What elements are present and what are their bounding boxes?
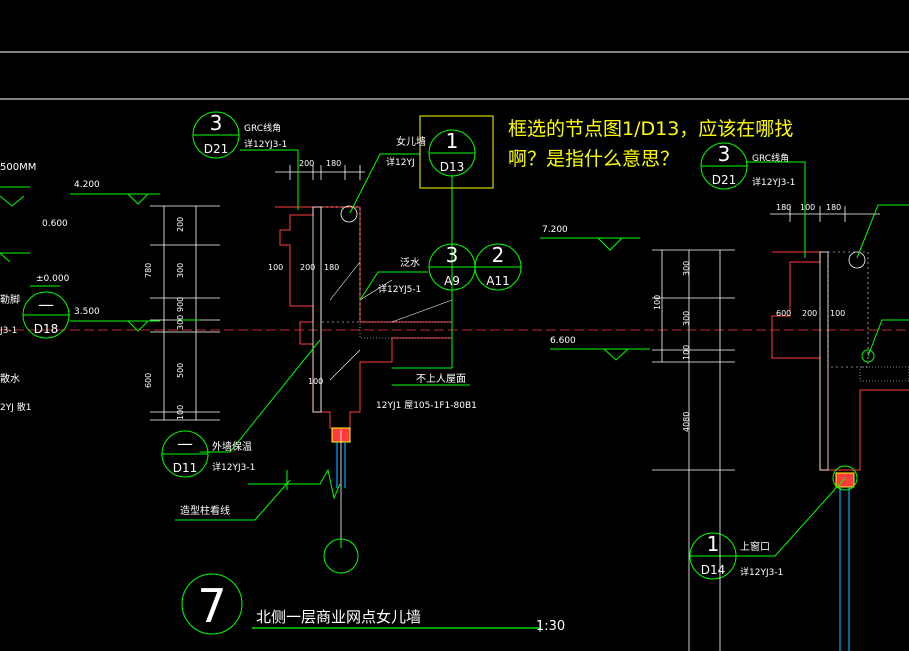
drawing-number: 7 bbox=[197, 579, 226, 633]
dim-text: 300 bbox=[176, 315, 185, 330]
drawing-number-circle bbox=[181, 573, 243, 635]
dim-text: 500 bbox=[176, 363, 185, 378]
callout-top-text: 1 bbox=[446, 129, 459, 153]
dim-text: 200 bbox=[802, 309, 817, 318]
callout-bottom-text: D11 bbox=[173, 461, 198, 475]
dim-text: 100 bbox=[800, 203, 815, 212]
elevation-value: 7.200 bbox=[542, 225, 568, 235]
line-note: 造型柱看线 bbox=[180, 504, 230, 517]
water-ref: 2YJ 散1 bbox=[0, 401, 31, 413]
dim-text: 200 bbox=[299, 159, 314, 168]
callout-d11 bbox=[161, 430, 209, 478]
callout-ref: 详12YJ3-1 bbox=[244, 138, 287, 150]
dim-text: 180 bbox=[326, 159, 341, 168]
dim-text: 100 bbox=[268, 263, 283, 272]
elevation-marks-left bbox=[0, 186, 160, 332]
callout-ref: 详12YJ5-1 bbox=[378, 283, 421, 295]
dimension-chain-top bbox=[275, 165, 365, 180]
dim-text: 180 bbox=[776, 203, 791, 212]
dim-text: 100 bbox=[653, 295, 662, 310]
dimension-chain-left bbox=[150, 205, 220, 421]
elevation-value: ±0.000 bbox=[36, 274, 70, 284]
callout-top-text: 3 bbox=[446, 243, 459, 267]
question-line-1: 框选的节点图1/D13，应该在哪找 bbox=[508, 118, 794, 140]
dim-text: 600 bbox=[144, 373, 153, 388]
callout-top-text: 3 bbox=[718, 142, 731, 166]
dim-text: 100 bbox=[830, 309, 845, 318]
dim-text: 780 bbox=[144, 263, 153, 278]
callout-top-text: — bbox=[177, 434, 193, 453]
elevation-value: 4.200 bbox=[74, 180, 100, 190]
dim-text: 200 bbox=[300, 263, 315, 272]
dim-text: 300 bbox=[682, 261, 691, 276]
callout-ref: 详12YJ3-1 bbox=[740, 566, 783, 578]
callout-top-text: 1 bbox=[707, 532, 720, 556]
dim-text: 300 bbox=[176, 263, 185, 278]
callout-bottom-text: D21 bbox=[204, 142, 229, 156]
dim-text: 100 bbox=[308, 377, 323, 386]
elevation-value: 6.600 bbox=[550, 336, 576, 346]
callout-title: GRC线角 bbox=[752, 152, 789, 164]
callout-3-d21 bbox=[192, 111, 240, 159]
callout-title: 泛水 bbox=[400, 257, 420, 269]
question-annotation: 框选的节点图1/D13，应该在哪找 啊？是指什么意思？ bbox=[508, 114, 793, 174]
callout-bottom-text: D14 bbox=[701, 563, 726, 577]
dim-text: 600 bbox=[776, 309, 791, 318]
dim-text: 4080 bbox=[682, 412, 691, 432]
callout-title: 女儿墙 bbox=[396, 135, 426, 148]
section-mark bbox=[323, 538, 359, 574]
dim-text: 300 bbox=[682, 311, 691, 326]
callout-ref: 详12YJ3-1 bbox=[752, 176, 795, 188]
callout-title: 外墙保温 bbox=[212, 440, 252, 453]
callout-1-d13 bbox=[428, 129, 476, 177]
dim-text: 100 bbox=[682, 345, 691, 360]
callout-ref: J3-1 bbox=[0, 326, 17, 336]
dim-text: 200 bbox=[176, 217, 185, 232]
callout-top-text: 3 bbox=[210, 111, 223, 135]
dim-text: 180 bbox=[826, 203, 841, 212]
drawing-title: 北侧一层商业网点女儿墙 bbox=[256, 608, 421, 626]
drawing-scale: 1:30 bbox=[536, 619, 565, 634]
dim-text: 100 bbox=[176, 405, 185, 420]
leader-lines bbox=[175, 149, 470, 548]
dim-text: 900 bbox=[176, 297, 185, 312]
dimension-chain-right bbox=[652, 206, 880, 651]
leader-lines-right bbox=[736, 161, 909, 557]
callout-bottom-text: A9 bbox=[444, 274, 460, 288]
callout-ref: 详12YJ3-1 bbox=[212, 461, 255, 473]
question-line-2: 啊？是指什么意思？ bbox=[508, 148, 680, 170]
callout-title: GRC线角 bbox=[244, 122, 281, 134]
parapet-section-right bbox=[771, 251, 909, 651]
callout-ref: 详12YJ bbox=[386, 156, 415, 168]
parapet-section bbox=[275, 205, 453, 540]
callout-d18 bbox=[22, 291, 70, 339]
callout-3-d21-right bbox=[700, 142, 748, 190]
callout-title: 勒脚 bbox=[0, 293, 20, 306]
left-top-label: 500MM bbox=[0, 162, 36, 173]
water-label: 散水 bbox=[0, 372, 20, 385]
callout-title: 上窗口 bbox=[740, 540, 770, 553]
callout-bottom-text: A11 bbox=[486, 274, 509, 288]
callout-bottom-text: D18 bbox=[34, 322, 59, 336]
callout-bottom-text: D13 bbox=[440, 160, 465, 174]
callout-2-a11 bbox=[474, 243, 522, 291]
dim-text: 180 bbox=[324, 263, 339, 272]
roof-ref: 12YJ1 屋105-1F1-80B1 bbox=[376, 400, 477, 411]
selection-box bbox=[419, 115, 494, 189]
callout-top-text: 2 bbox=[492, 243, 505, 267]
elevation-value: 0.600 bbox=[42, 219, 68, 229]
callout-bottom-text: D21 bbox=[712, 173, 737, 187]
callout-top-text: — bbox=[38, 295, 54, 314]
elevation-marks-right bbox=[540, 237, 650, 361]
roof-label: 不上人屋面 bbox=[416, 373, 466, 385]
elevation-value: 3.500 bbox=[74, 307, 100, 317]
